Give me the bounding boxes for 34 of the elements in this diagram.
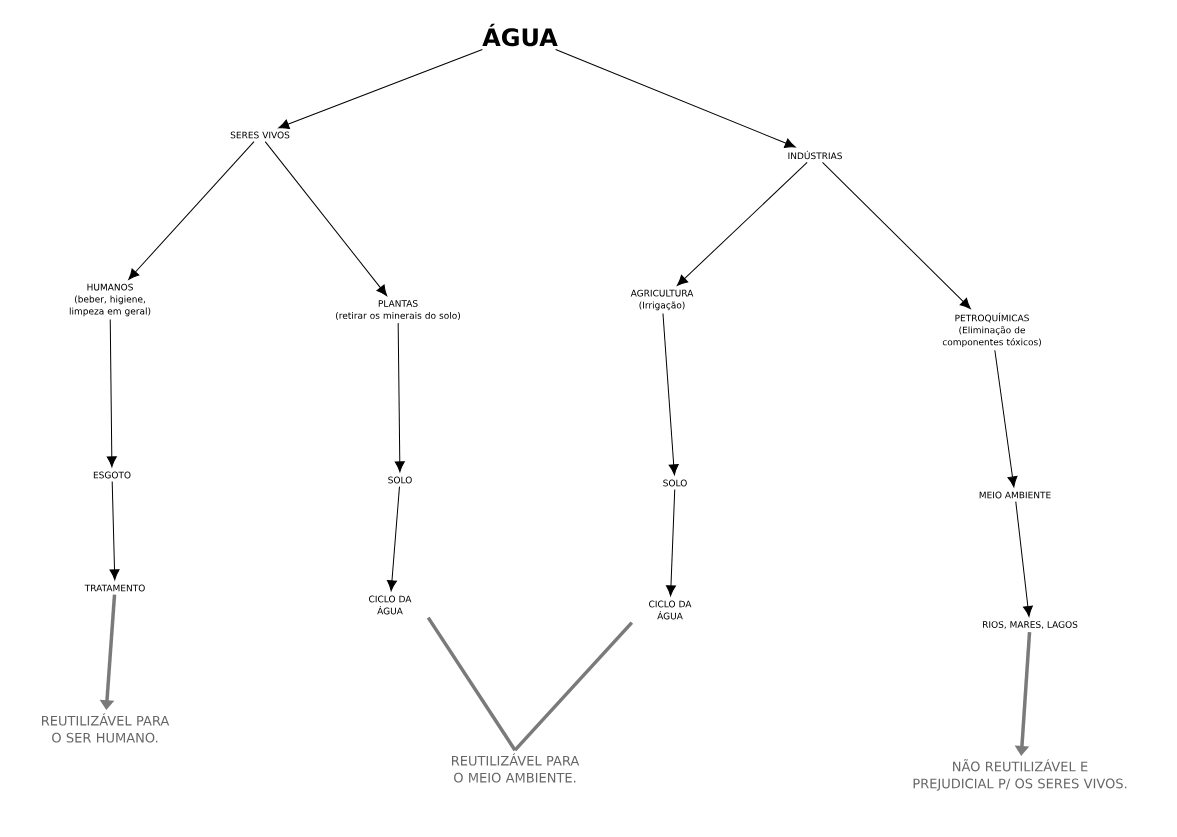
arrow bbox=[394, 322, 405, 473]
concept-label: PETROQUÍMICAS (Eliminação de componentes tóxicos) bbox=[942, 312, 1041, 348]
conclusion-text: NÃO REUTILIZÁVEL E PREJUDICIAL P/ OS SERES VIVOS. bbox=[913, 759, 1127, 791]
concept-label: CICLO DA ÁGUA bbox=[369, 595, 412, 615]
arrow bbox=[994, 349, 1018, 488]
arrow bbox=[555, 49, 796, 148]
arrow bbox=[676, 161, 808, 286]
concept-label: RIOS, MARES, LAGOS bbox=[983, 621, 1078, 629]
arrow bbox=[386, 486, 400, 592]
arrow bbox=[662, 312, 679, 476]
concept-label: MEIO AMBIENTE bbox=[979, 491, 1051, 499]
concept-label: CICLO DA ÁGUA bbox=[649, 600, 692, 620]
concept-label: SERES VIVOS bbox=[230, 131, 290, 139]
concept-label: SOLO bbox=[388, 476, 412, 484]
arrow bbox=[264, 141, 388, 296]
concept-label: AGRICULTURA (Irrigação) bbox=[630, 289, 694, 311]
concept-label: PLANTAS (retirar os minerais do solo) bbox=[336, 300, 460, 320]
arrow bbox=[822, 161, 971, 309]
conclusion-text: REUTILIZÁVEL PARA O MEIO AMBIENTE. bbox=[452, 753, 580, 783]
concept-label: HUMANOS (beber, higiene, limpeza em geral) bbox=[69, 283, 151, 317]
title-text: ÁGUA bbox=[482, 23, 558, 47]
concept-label: INDÚSTRIAS bbox=[788, 150, 842, 160]
arrow bbox=[106, 318, 117, 468]
connector-line bbox=[513, 621, 634, 752]
concept-label: SOLO bbox=[663, 479, 687, 487]
arrow bbox=[665, 489, 676, 597]
concept-label: TRATAMENTO bbox=[84, 584, 145, 592]
concept-label: ESGOTO bbox=[93, 471, 131, 479]
arrow bbox=[278, 49, 483, 129]
arrow bbox=[128, 141, 255, 280]
arrow bbox=[1015, 501, 1033, 617]
arrow bbox=[109, 481, 120, 581]
conclusion-text: REUTILIZÁVEL PARA O SER HUMANO. bbox=[42, 713, 170, 743]
connector-line bbox=[426, 616, 517, 752]
